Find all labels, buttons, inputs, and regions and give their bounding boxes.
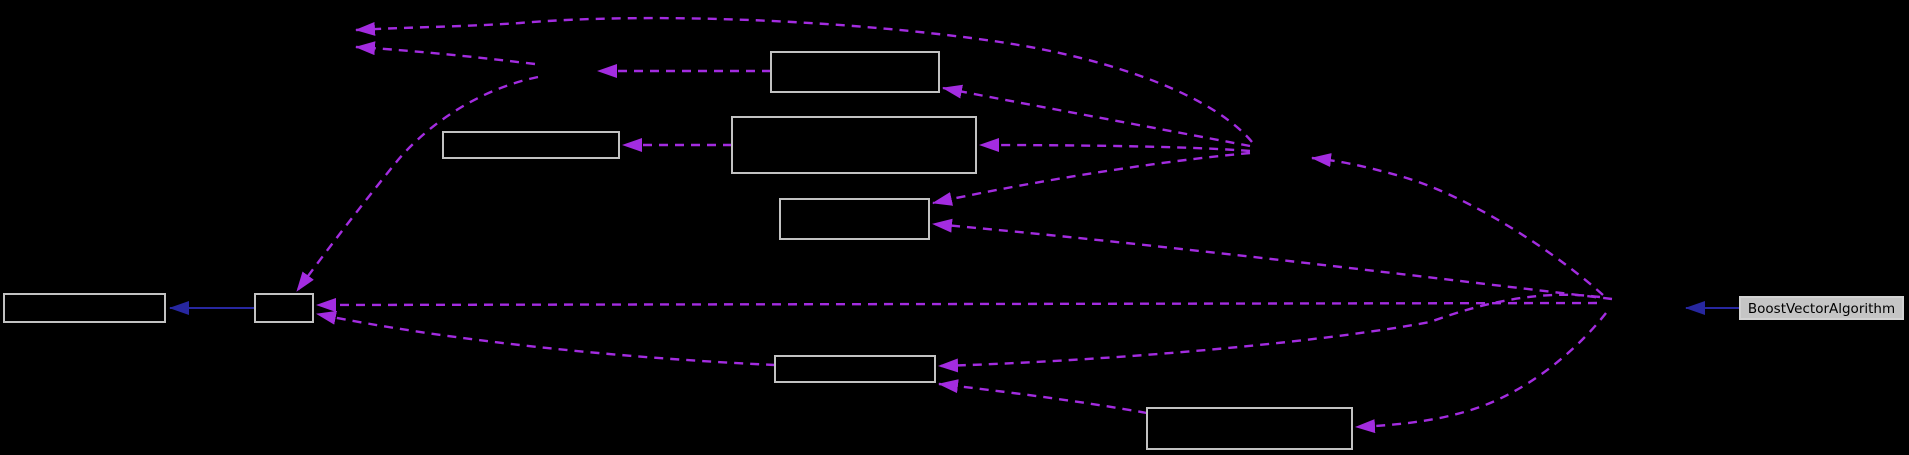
edge-hiddenmid-to-top-box [942,84,1251,148]
graph-node-bottom-box[interactable] [1146,407,1353,450]
edge-hub-to-lower-mid [938,293,1601,373]
graph-node-small-box[interactable] [254,293,314,323]
edge-hub-to-hidden-mid [1311,153,1604,296]
edge-hiddenleft-to-upper-left [355,41,536,66]
graph-node-rect[interactable] [731,116,977,174]
edge-lowermid-to-small-box [316,310,776,367]
edge-hiddenleft-to-small-top [296,75,539,292]
graph-node-rect[interactable] [774,355,936,383]
graph-node-rect[interactable] [770,51,940,93]
edge-hub-to-small-horizontal [316,297,1598,312]
graph-node-rect[interactable] [1146,407,1353,450]
graph-node-far-left-box[interactable] [3,293,166,323]
graph-node-rect[interactable] [254,293,314,323]
graph-node-lower-mid-box[interactable] [774,355,936,383]
graph-node-top-box[interactable] [770,51,940,93]
graph-node-mid-left-box[interactable] [442,131,620,159]
edge-hiddenmid-to-large-box [979,138,1251,153]
graph-node-rect[interactable] [1739,296,1904,320]
edge-hiddenmid-to-mid-box [932,151,1251,206]
edge-bottombox-to-lower-mid [938,379,1148,415]
graph-node-subject-box[interactable]: BoostVectorAlgorithm [1739,296,1904,320]
edge-hub-to-mid-box [932,218,1613,301]
graph-node-mid-box[interactable] [779,198,930,240]
graph-node-label: BoostVectorAlgorithm [1748,301,1895,317]
graph-node-rect[interactable] [779,198,930,240]
edge-hiddenmid-top-sweep [355,16,1253,143]
edge-hub-to-bottom-box [1355,312,1607,434]
graph-node-rect[interactable] [442,131,620,159]
graph-node-rect[interactable] [3,293,166,323]
graph-node-large-box[interactable] [731,116,977,174]
